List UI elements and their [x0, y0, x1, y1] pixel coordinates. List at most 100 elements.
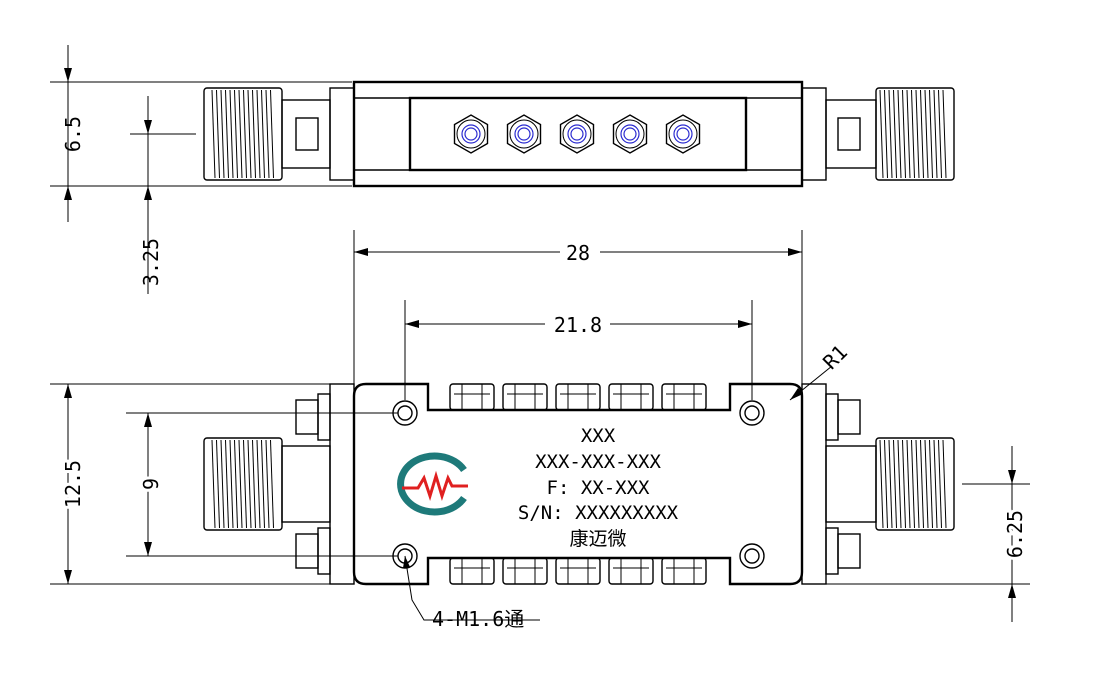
thread-line [247, 439, 252, 529]
tuning-screw-icon [665, 114, 701, 154]
mounting-hole-icon [739, 400, 765, 426]
dim-height-top-label: 6.5 [61, 116, 85, 152]
thread-line [911, 89, 915, 179]
company-logo-icon [397, 452, 468, 516]
thread-line [261, 439, 265, 529]
thread-line [220, 439, 225, 529]
thread-line [216, 89, 220, 179]
side-screw-head [608, 557, 654, 585]
thread-line [938, 89, 942, 179]
thread-line [915, 439, 920, 529]
side-screw-head [661, 383, 707, 411]
thread-line [211, 439, 216, 529]
side-screw-head [502, 383, 548, 411]
dim-hole-vertical-label: 9 [139, 478, 163, 490]
dim-center-top-label: 3.25 [139, 238, 163, 286]
mounting-hole-icon [739, 543, 765, 569]
bottom-view: XXX XXX-XXX-XXX F: XX-XXX S/N: XXXXXXXXX… [50, 382, 1030, 631]
side-screw-head [555, 383, 601, 411]
thread-line [924, 439, 929, 529]
thread-line [879, 89, 884, 179]
label-line-4: S/N: XXXXXXXXX [518, 502, 679, 524]
dim-height-bottom-label: 12.5 [61, 460, 85, 508]
thread-line [893, 439, 897, 529]
thread-line [942, 439, 947, 529]
thread-line [261, 89, 265, 179]
right-connector-bottom [801, 383, 955, 585]
side-screw-head [449, 383, 495, 411]
thread-line [265, 439, 270, 529]
thread-line [238, 89, 243, 179]
thread-line [893, 89, 897, 179]
thread-line [270, 89, 274, 179]
thread-line [938, 439, 942, 529]
dim-6-25: 6.25 [806, 446, 1030, 622]
thread-line [879, 439, 884, 529]
label-line-3: F: XX-XXX [547, 477, 651, 499]
dim-6-5: 6.5 [50, 45, 352, 222]
dim-r1: R1 [789, 340, 852, 401]
thread-line [897, 439, 902, 529]
label-line-5: 康迈微 [569, 528, 626, 550]
side-screw-head [502, 557, 548, 585]
dim-3-25: 3.25 [130, 96, 196, 294]
dim-hole-spacing-label: 21.8 [554, 313, 602, 337]
filter-body-bottom [352, 382, 804, 586]
thread-line [252, 439, 256, 529]
thread-line [229, 439, 234, 529]
thread-line [884, 89, 888, 179]
thread-line [234, 89, 238, 179]
threaded-connector-icon [879, 89, 947, 179]
side-screw-head [661, 557, 707, 585]
left-connector-bottom [203, 383, 355, 585]
thread-line [915, 89, 920, 179]
thread-line [888, 439, 893, 529]
thread-line [911, 439, 915, 529]
thread-line [888, 89, 893, 179]
threaded-connector-icon [879, 439, 947, 529]
thread-line [243, 439, 247, 529]
thread-line [933, 89, 938, 179]
right-connector-top [801, 87, 955, 181]
thread-line [929, 89, 933, 179]
dim-radius-label: R1 [818, 340, 852, 374]
thread-line [238, 439, 243, 529]
side-screw-head [555, 557, 601, 585]
side-screw-head [608, 383, 654, 411]
thread-line [897, 89, 902, 179]
thread-line [933, 439, 938, 529]
side-screw-head [449, 557, 495, 585]
thread-line [256, 439, 261, 529]
product-label: XXX XXX-XXX-XXX F: XX-XXX S/N: XXXXXXXXX… [518, 425, 679, 550]
label-line-2: XXX-XXX-XXX [535, 451, 661, 473]
tuning-screw-icon [506, 114, 542, 154]
dim-connector-center-label: 6.25 [1003, 510, 1027, 558]
thread-line [216, 439, 220, 529]
thread-line [942, 89, 947, 179]
hole-callout: 4-M1.6通 [403, 555, 540, 631]
thread-line [234, 439, 238, 529]
thread-line [220, 89, 225, 179]
thread-line [265, 89, 270, 179]
dim-9: 9 [126, 412, 398, 557]
tuning-screws [453, 114, 701, 154]
dim-length-label: 28 [566, 241, 590, 265]
thread-line [211, 89, 216, 179]
threaded-connector-icon [211, 89, 274, 179]
thread-line [225, 439, 229, 529]
threaded-connector-icon [211, 439, 274, 529]
thread-line [243, 89, 247, 179]
thread-line [924, 89, 929, 179]
thread-line [225, 89, 229, 179]
thread-line [252, 89, 256, 179]
dim-28: 28 [353, 230, 803, 384]
thread-line [884, 439, 888, 529]
dim-21-8: 21.8 [404, 300, 753, 400]
thread-line [247, 89, 252, 179]
thread-line [256, 89, 261, 179]
thread-line [906, 89, 911, 179]
thread-line [229, 89, 234, 179]
thread-line [920, 439, 924, 529]
hole-callout-label: 4-M1.6通 [432, 607, 524, 631]
